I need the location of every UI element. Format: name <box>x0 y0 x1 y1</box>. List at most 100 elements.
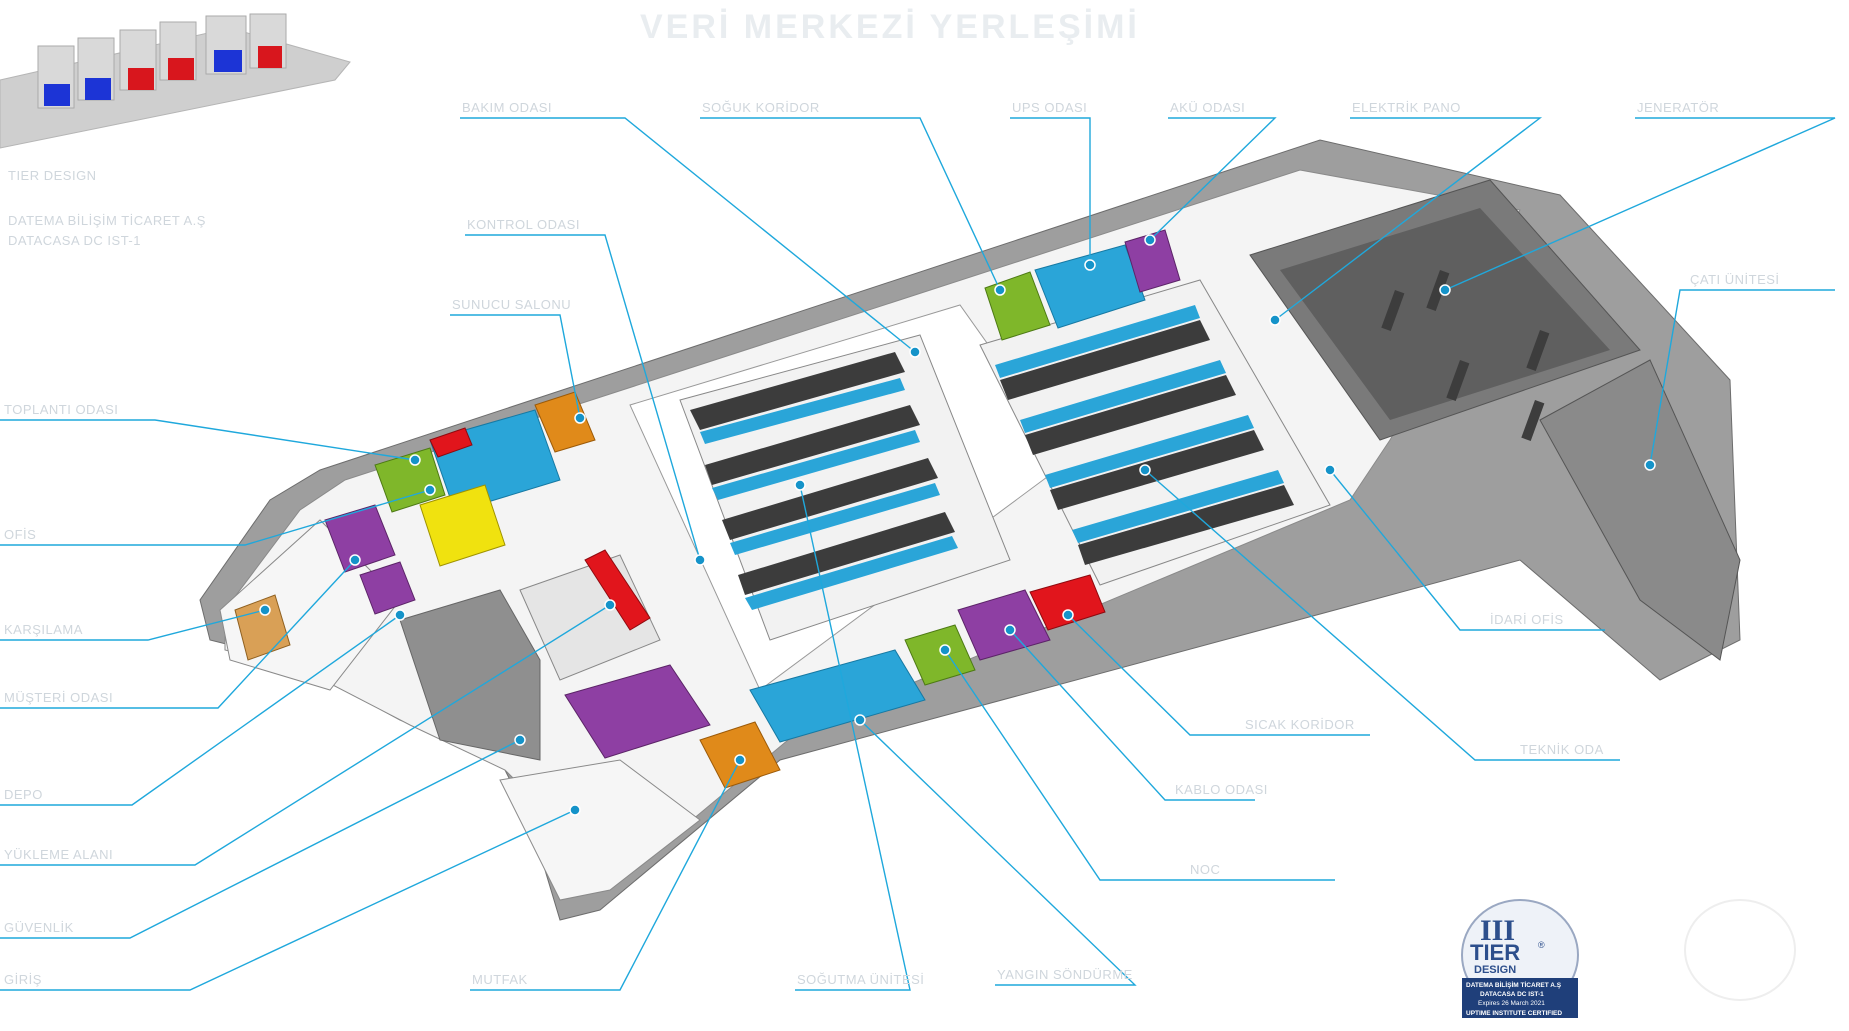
badge-expires: Expires 26 March 2021 <box>1478 1000 1545 1007</box>
leader-c08 <box>450 314 581 419</box>
label-c14: YÜKLEME ALANI <box>4 847 113 862</box>
module-thumbnail <box>0 13 351 149</box>
label-c04: AKÜ ODASI <box>1170 100 1245 115</box>
leader-c17 <box>470 759 741 991</box>
dot-c10 <box>424 484 436 496</box>
dot-c25 <box>1644 459 1656 471</box>
dot-c11 <box>259 604 271 616</box>
dot-c17 <box>734 754 746 766</box>
dot-c02 <box>994 284 1006 296</box>
leader-c25 <box>1649 289 1835 466</box>
faint-seal <box>1684 899 1796 1001</box>
leader-c05 <box>1274 117 1543 321</box>
dot-c15 <box>514 734 526 746</box>
leader-c11 <box>0 609 266 641</box>
dot-c01 <box>909 346 921 358</box>
data-hall-1 <box>679 334 1011 641</box>
label-c10: OFİS <box>4 527 36 542</box>
dot-c07 <box>694 554 706 566</box>
callout-labels: BAKIM ODASI SOĞUK KORİDOR UPS ODASI AKÜ … <box>4 100 1780 987</box>
dot-c13 <box>394 609 406 621</box>
label-c05: ELEKTRİK PANO <box>1352 100 1461 115</box>
data-hall-2 <box>979 279 1331 586</box>
leader-c24 <box>1329 469 1605 631</box>
colored-rooms <box>234 229 1181 789</box>
label-c08: SUNUCU SALONU <box>452 297 571 312</box>
label-c13: DEPO <box>4 787 43 802</box>
dot-c09 <box>409 454 421 466</box>
leader-c22 <box>1067 614 1370 736</box>
diagram-title: VERİ MERKEZİ YERLEŞİMİ <box>640 8 1140 46</box>
badge-strip <box>1462 978 1578 1018</box>
dot-c12 <box>349 554 361 566</box>
label-c06: JENERATÖR <box>1637 100 1719 115</box>
leader-c03 <box>1010 117 1091 265</box>
badge-roman: III <box>1480 914 1515 947</box>
label-c15: GÜVENLİK <box>4 920 74 935</box>
leader-c19 <box>859 719 1137 986</box>
leader-c21 <box>1009 629 1255 801</box>
leader-c20 <box>944 649 1335 881</box>
leader-c02 <box>700 117 1001 291</box>
label-c19: YANGIN SÖNDÜRME <box>997 967 1133 982</box>
label-c21: KABLO ODASI <box>1175 782 1268 797</box>
callout-dots <box>259 234 1656 816</box>
tier-badge: III TIER ® DESIGN DATEMA BİLİŞİM TİCARET… <box>1461 899 1579 1018</box>
label-c11: KARŞILAMA <box>4 622 83 637</box>
label-c18: SOĞUTMA ÜNİTESİ <box>797 972 924 987</box>
dot-c18 <box>794 479 806 491</box>
leader-c13 <box>0 614 401 806</box>
leader-c07 <box>465 234 701 561</box>
leader-c09 <box>0 419 416 461</box>
leader-c16 <box>0 809 576 991</box>
dot-c23 <box>1139 464 1151 476</box>
dot-c21 <box>1004 624 1016 636</box>
label-c02: SOĞUK KORİDOR <box>702 100 820 115</box>
left-legend: TIER DESIGN DATEMA BİLİŞİM TİCARET A.Ş D… <box>8 168 206 248</box>
roof-terrace <box>1249 179 1741 661</box>
dot-c05 <box>1269 314 1281 326</box>
label-c25: ÇATI ÜNİTESİ <box>1690 272 1780 287</box>
dot-c04 <box>1144 234 1156 246</box>
leader-c06 <box>1444 117 1836 291</box>
label-c16: GİRİŞ <box>4 972 42 987</box>
leader-c15 <box>0 739 521 939</box>
label-c24: İDARİ OFİS <box>1490 612 1564 627</box>
dot-c22 <box>1062 609 1074 621</box>
dot-c16 <box>569 804 581 816</box>
callout-leaders <box>0 117 1836 991</box>
dot-c24 <box>1324 464 1336 476</box>
label-c03: UPS ODASI <box>1012 100 1087 115</box>
label-c23: TEKNİK ODA <box>1520 742 1604 757</box>
dot-c19 <box>854 714 866 726</box>
label-c22: SICAK KORİDOR <box>1245 717 1355 732</box>
leader-c04 <box>1149 117 1277 241</box>
leader-c18 <box>795 484 911 991</box>
label-c17: MUTFAK <box>472 972 528 987</box>
legend-line-1: TIER DESIGN <box>8 168 97 183</box>
dot-c06 <box>1439 284 1451 296</box>
leader-c12 <box>0 559 356 709</box>
leader-c23 <box>1144 469 1620 761</box>
label-c20: NOC <box>1190 862 1220 877</box>
label-c01: BAKIM ODASI <box>462 100 552 115</box>
badge-registered: ® <box>1538 940 1545 950</box>
label-c09: TOPLANTI ODASI <box>4 402 118 417</box>
leader-c14 <box>0 604 611 866</box>
label-c12: MÜŞTERİ ODASI <box>4 690 113 705</box>
badge-design: DESIGN <box>1474 964 1516 976</box>
dot-c14 <box>604 599 616 611</box>
badge-site: DATACASA DC IST-1 <box>1480 991 1544 998</box>
dot-c20 <box>939 644 951 656</box>
badge-company: DATEMA BİLİŞİM TİCARET A.Ş <box>1466 981 1562 989</box>
legend-line-2: DATEMA BİLİŞİM TİCARET A.Ş <box>8 213 206 228</box>
leader-c10 <box>0 489 431 546</box>
badge-certified: UPTIME INSTITUTE CERTIFIED <box>1466 1010 1562 1017</box>
badge-brand: TIER <box>1470 940 1520 965</box>
leader-c01 <box>460 117 916 353</box>
legend-line-3: DATACASA DC IST-1 <box>8 233 141 248</box>
label-c07: KONTROL ODASI <box>467 217 580 232</box>
dot-c08 <box>574 412 586 424</box>
dot-c03 <box>1084 259 1096 271</box>
